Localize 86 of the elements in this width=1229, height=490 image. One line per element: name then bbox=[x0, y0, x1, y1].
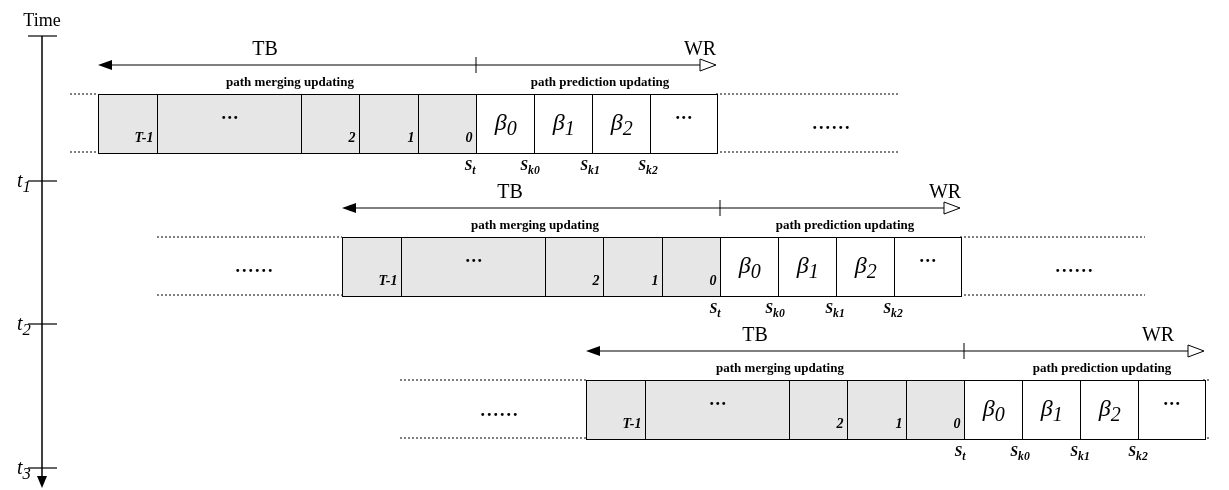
prediction-cell bbox=[592, 94, 652, 154]
prediction-cell bbox=[534, 94, 594, 154]
branch-metric: β$_{0}$ bbox=[494, 109, 517, 139]
state-label: S$_{k0}$ bbox=[520, 159, 540, 177]
state-label: S$_{k2}$ bbox=[1128, 445, 1148, 463]
memory-cell bbox=[401, 237, 547, 297]
ellipsis: ...... bbox=[235, 257, 275, 275]
branch-metric: β$_{0}$ bbox=[738, 252, 761, 282]
ellipsis: ··· bbox=[708, 395, 727, 413]
phase-description: path prediction updating bbox=[1032, 360, 1172, 374]
time-label: t$_{1}$ bbox=[17, 170, 31, 196]
branch-metric: β$_{0}$ bbox=[982, 395, 1005, 425]
branch-metric: β$_{2}$ bbox=[610, 109, 633, 139]
slot-number: T-1 bbox=[134, 130, 154, 145]
axis-title: Time bbox=[23, 11, 61, 29]
branch-metric: β$_{1}$ bbox=[796, 252, 819, 282]
prediction-cell bbox=[894, 237, 962, 297]
time-label: t$_{2}$ bbox=[17, 313, 31, 339]
prediction-cell bbox=[836, 237, 896, 297]
memory-cell bbox=[98, 94, 159, 154]
slot-number: 0 bbox=[953, 416, 961, 431]
memory-cell bbox=[301, 94, 361, 154]
phase-label: WR bbox=[1141, 324, 1175, 344]
memory-cell bbox=[342, 237, 403, 297]
phase-label: WR bbox=[928, 181, 962, 201]
slot-number: 1 bbox=[651, 273, 659, 288]
memory-cell bbox=[789, 380, 849, 440]
memory-cell bbox=[359, 94, 420, 154]
memory-cell bbox=[545, 237, 605, 297]
time-label: t$_{3}$ bbox=[17, 457, 31, 483]
branch-metric: β$_{2}$ bbox=[854, 252, 877, 282]
state-label: S$_{k0}$ bbox=[765, 302, 785, 320]
memory-cell bbox=[906, 380, 966, 440]
prediction-cell bbox=[778, 237, 838, 297]
prediction-cell bbox=[720, 237, 780, 297]
slot-number: 0 bbox=[709, 273, 717, 288]
prediction-cell bbox=[476, 94, 536, 154]
phase-description: path merging updating bbox=[471, 217, 599, 231]
prediction-cell bbox=[650, 94, 718, 154]
slot-number: T-1 bbox=[378, 273, 398, 288]
ellipsis: ··· bbox=[674, 109, 693, 127]
phase-description: path merging updating bbox=[716, 360, 844, 374]
memory-cell bbox=[586, 380, 647, 440]
state-label: S$_{k0}$ bbox=[1010, 445, 1030, 463]
ellipsis: ...... bbox=[480, 401, 520, 419]
state-label: S$_{k2}$ bbox=[638, 159, 658, 177]
phase-label: WR bbox=[683, 38, 717, 58]
ellipsis: ··· bbox=[464, 252, 483, 270]
state-label: S$_{t}$ bbox=[709, 302, 721, 320]
slot-number: 1 bbox=[895, 416, 903, 431]
state-label: S$_{k1}$ bbox=[825, 302, 845, 320]
phase-description: path prediction updating bbox=[530, 74, 670, 88]
prediction-cell bbox=[1080, 380, 1140, 440]
memory-cell bbox=[645, 380, 791, 440]
memory-cell bbox=[603, 237, 664, 297]
prediction-cell bbox=[1022, 380, 1082, 440]
slot-number: 1 bbox=[407, 130, 415, 145]
ellipsis: ...... bbox=[812, 114, 852, 132]
memory-cell bbox=[157, 94, 303, 154]
phase-label: TB bbox=[742, 324, 768, 344]
slot-number: 2 bbox=[348, 130, 356, 145]
state-label: S$_{t}$ bbox=[954, 445, 966, 463]
phase-description: path prediction updating bbox=[775, 217, 915, 231]
slot-number: 0 bbox=[465, 130, 473, 145]
ellipsis: ··· bbox=[1162, 395, 1181, 413]
state-label: S$_{k1}$ bbox=[580, 159, 600, 177]
phase-label: TB bbox=[252, 38, 278, 58]
state-label: S$_{t}$ bbox=[464, 159, 476, 177]
memory-cell bbox=[418, 94, 478, 154]
state-label: S$_{k2}$ bbox=[883, 302, 903, 320]
slot-number: T-1 bbox=[622, 416, 642, 431]
ellipsis: ...... bbox=[1055, 257, 1095, 275]
branch-metric: β$_{2}$ bbox=[1098, 395, 1121, 425]
phase-description: path merging updating bbox=[226, 74, 354, 88]
prediction-cell bbox=[1138, 380, 1206, 440]
slot-number: 2 bbox=[592, 273, 600, 288]
branch-metric: β$_{1}$ bbox=[1040, 395, 1063, 425]
prediction-cell bbox=[964, 380, 1024, 440]
slot-number: 2 bbox=[836, 416, 844, 431]
ellipsis: ··· bbox=[220, 109, 239, 127]
memory-cell bbox=[662, 237, 722, 297]
memory-cell bbox=[847, 380, 908, 440]
phase-label: TB bbox=[497, 181, 523, 201]
branch-metric: β$_{1}$ bbox=[552, 109, 575, 139]
ellipsis: ··· bbox=[918, 252, 937, 270]
state-label: S$_{k1}$ bbox=[1070, 445, 1090, 463]
